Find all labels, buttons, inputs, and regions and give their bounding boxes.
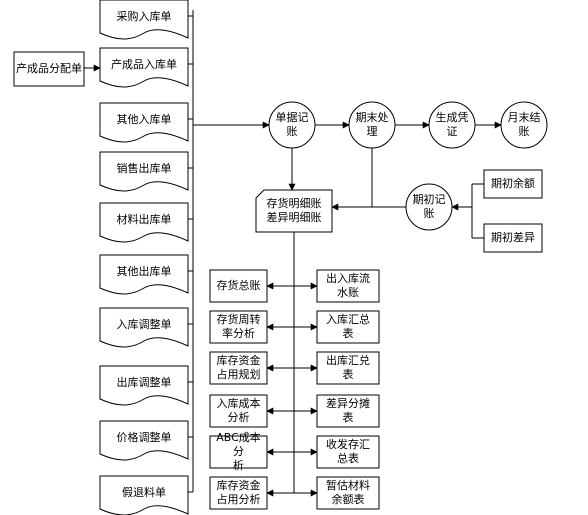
report-right-5-label: 收发存汇 总表	[326, 438, 370, 465]
source-node-label: 产成品分配单	[16, 62, 82, 75]
report-left-5-label: ABC成本分 析	[216, 431, 261, 472]
process-node-c1-label: 单据记 账	[275, 111, 309, 138]
doc-node-d3-shape	[99, 102, 189, 143]
doc-node-d1-shape	[99, 0, 189, 40]
report-left-5-shape	[209, 435, 268, 469]
report-right-3-shape	[316, 351, 380, 385]
doc-node-d9-label: 价格调整单	[116, 430, 172, 444]
doc-node-d5-label: 材料出库单	[116, 212, 172, 226]
doc-node-d10-label: 假退料单	[122, 485, 166, 499]
doc-node-d7-label: 入库调整单	[116, 317, 172, 331]
opening-node-o2-label: 期初差异	[491, 231, 535, 244]
process-node-c3-shape	[428, 101, 476, 149]
doc-node-d5-shape	[99, 202, 189, 243]
report-right-4-label: 差异分摊 表	[326, 397, 370, 424]
process-node-c4-shape	[500, 101, 548, 149]
period-end-to-ledger-line	[332, 148, 373, 208]
report-right-4-shape	[316, 394, 380, 428]
process-node-c1-shape	[268, 101, 316, 149]
source-node-shape	[13, 51, 85, 87]
report-left-3-label: 库存资金 占用规划	[216, 354, 261, 381]
process-node-c2-label: 期末处 理	[355, 111, 389, 138]
opening-node-o2-shape	[483, 223, 543, 253]
doc-node-d2-label: 产成品入库单	[111, 57, 177, 71]
process-node-c5-shape	[405, 183, 453, 231]
ledger-node-label: 存货明细账 差异明细账	[266, 197, 322, 224]
report-right-1-shape	[316, 269, 380, 303]
report-right-2-shape	[316, 310, 380, 344]
process-node-c2-shape	[348, 101, 396, 149]
doc-node-d3-label: 其他入库单	[116, 112, 172, 126]
doc-node-d8-shape	[99, 365, 189, 406]
doc-node-d6-label: 其他出库单	[116, 264, 172, 278]
report-right-5-shape	[316, 435, 380, 469]
ledger-node-shape	[255, 189, 333, 233]
report-left-4-label: 入库成本 分析	[216, 397, 261, 424]
report-right-6-label: 暂估材料 余额表	[326, 479, 370, 506]
report-right-6-shape	[316, 476, 380, 510]
process-node-c3-label: 生成凭 证	[435, 111, 469, 138]
report-left-6-shape	[209, 476, 268, 510]
report-left-2-shape	[209, 310, 268, 344]
report-left-2-label: 存货周转 率分析	[216, 313, 261, 340]
report-right-2-label: 入库汇总 表	[326, 313, 370, 340]
report-right-3-label: 出库汇兑 表	[326, 354, 370, 381]
doc-node-d2-shape	[99, 47, 189, 88]
report-right-1-label: 出入库流 水账	[326, 272, 370, 299]
report-left-6-label: 库存资金 占用分析	[216, 479, 261, 506]
connector-lines	[84, 10, 502, 497]
doc-node-d10-shape	[99, 475, 189, 515]
opening-node-o1-label: 期初余额	[491, 177, 535, 190]
report-left-3-shape	[209, 351, 268, 385]
process-node-c4-label: 月末结 账	[507, 111, 541, 138]
report-left-1-label: 存货总账	[216, 279, 261, 292]
doc-node-d1-label: 采购入库单	[116, 9, 172, 23]
doc-node-d7-shape	[99, 307, 189, 348]
doc-node-d4-label: 销售出库单	[116, 161, 172, 175]
process-node-c5-label: 期初记 账	[412, 193, 446, 220]
node-shapes	[13, 0, 548, 515]
report-left-4-shape	[209, 394, 268, 428]
opening-node-o1-shape	[483, 169, 543, 199]
doc-node-d6-shape	[99, 254, 189, 295]
report-left-1-shape	[209, 269, 268, 303]
doc-node-d9-shape	[99, 420, 189, 461]
doc-node-d8-label: 出库调整单	[116, 375, 172, 389]
doc-node-d4-shape	[99, 151, 189, 192]
